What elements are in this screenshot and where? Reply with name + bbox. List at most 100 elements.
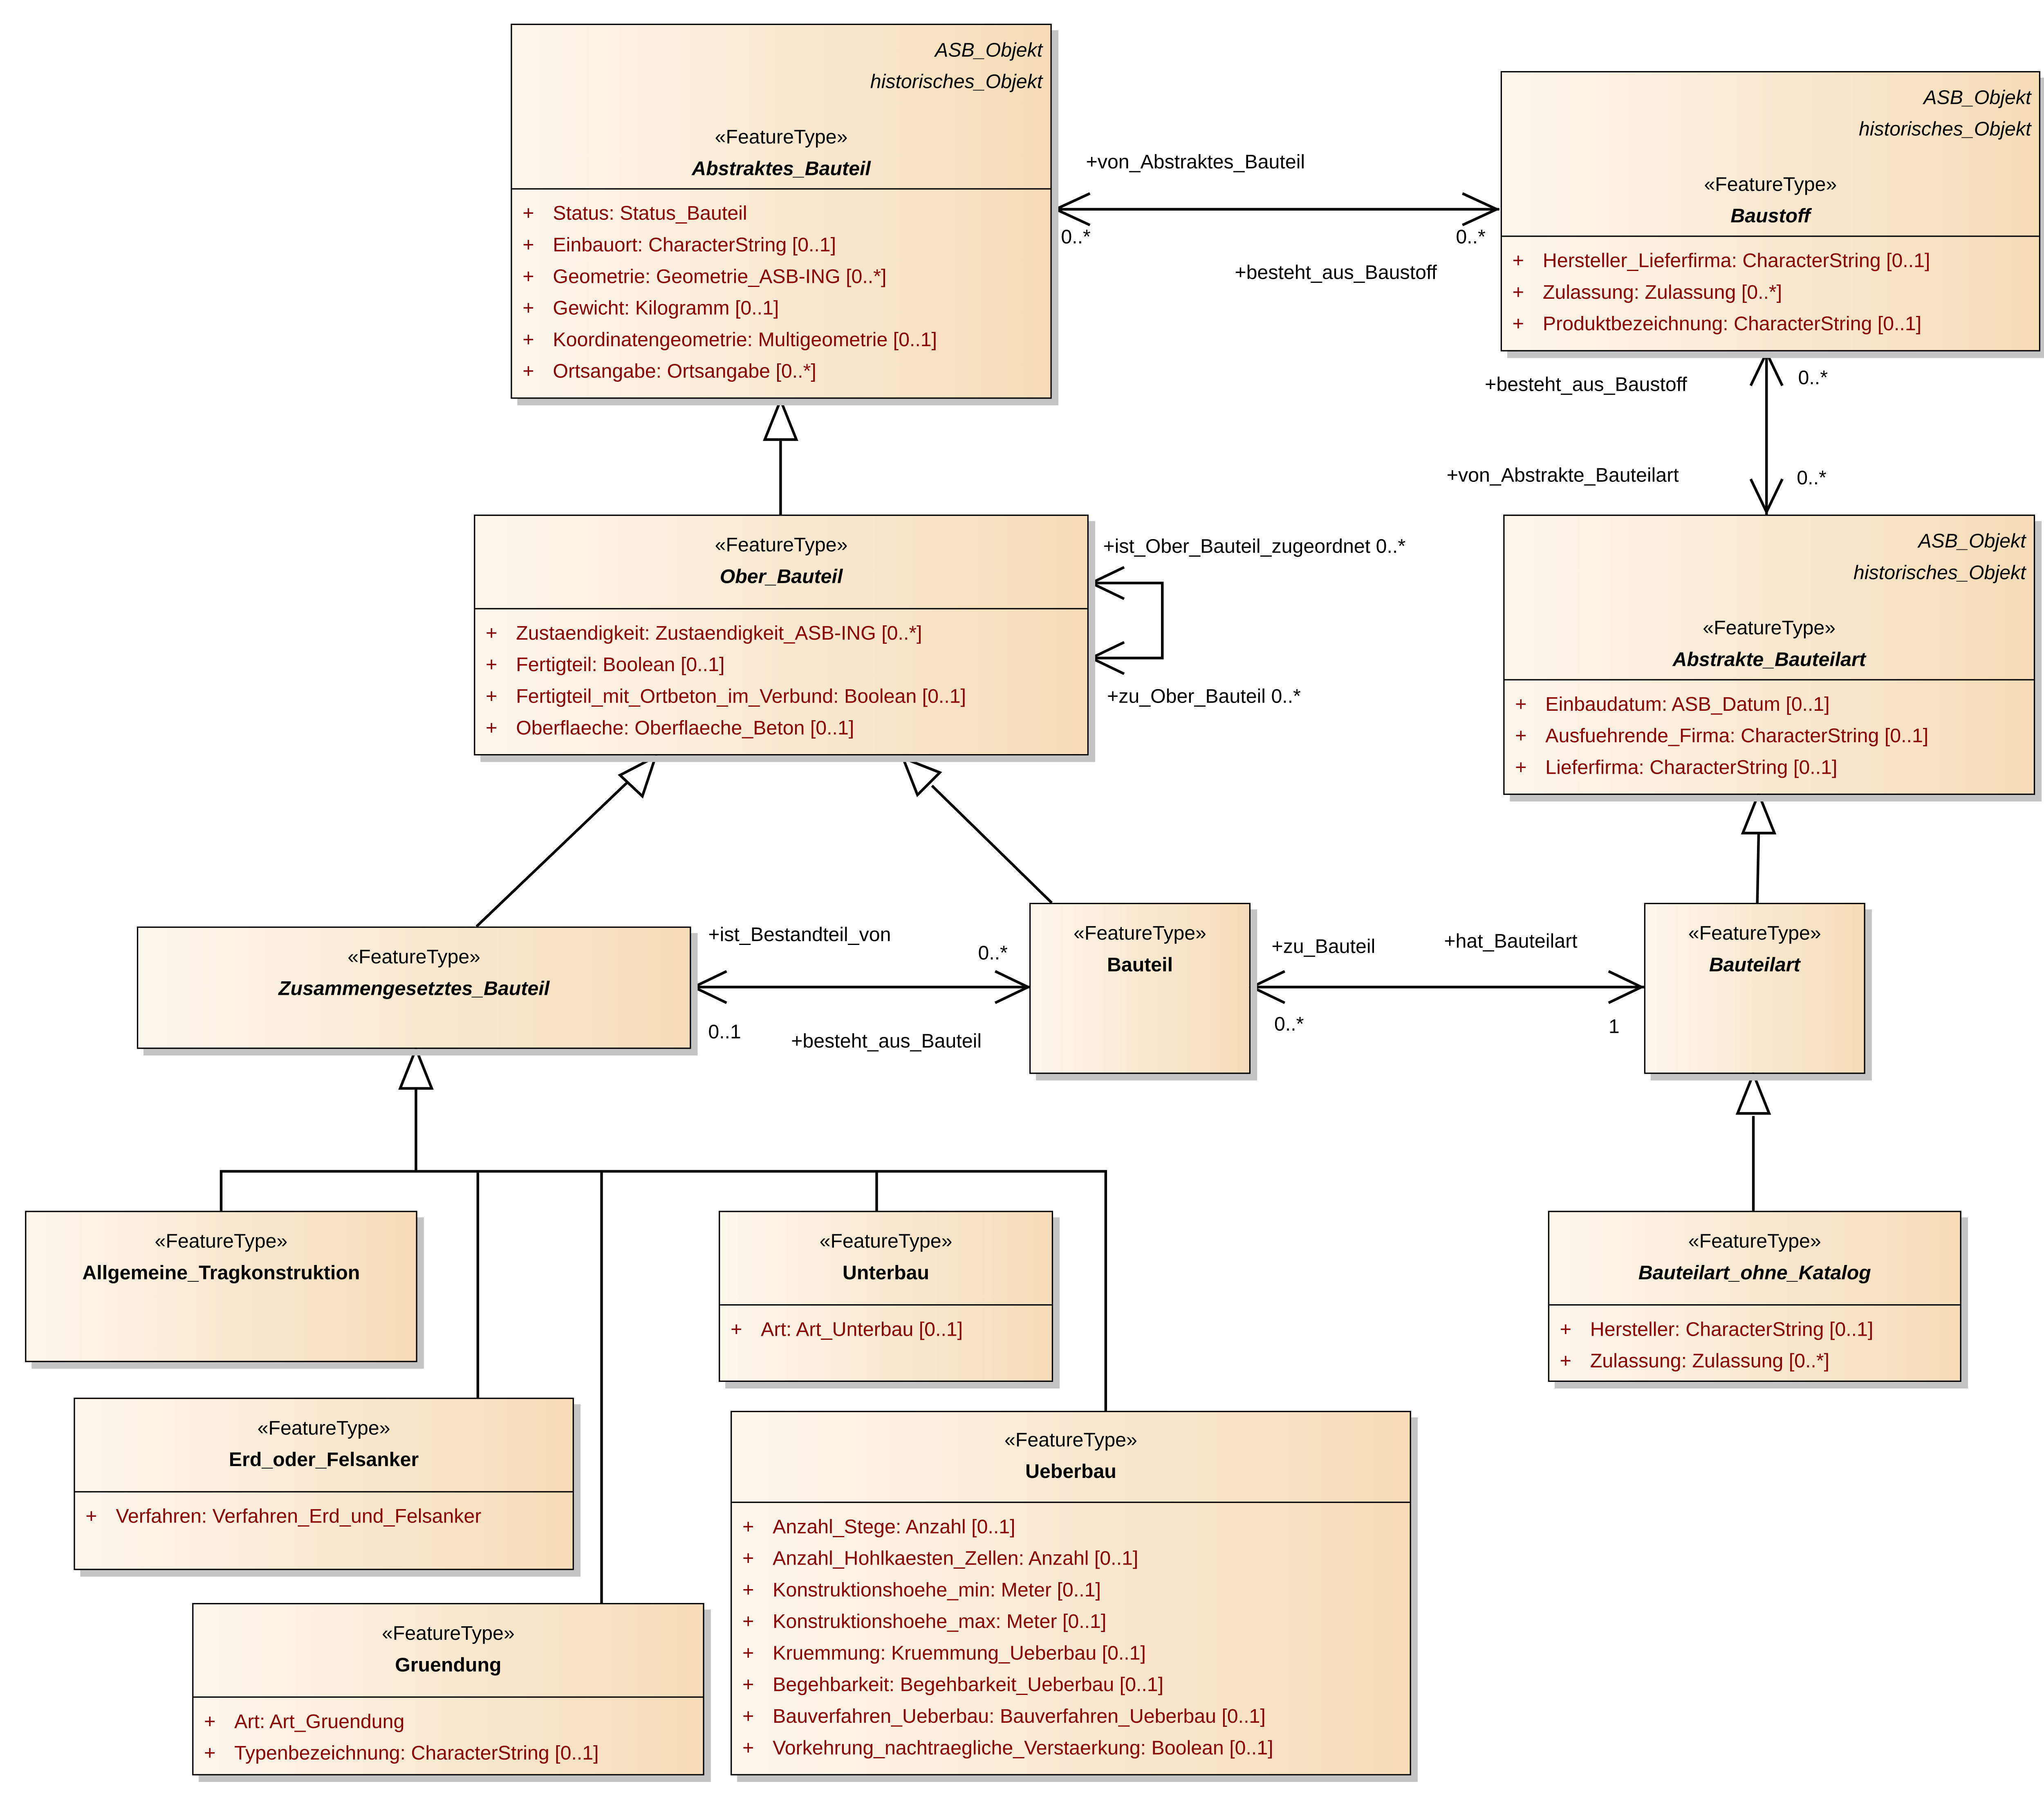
class-bauteilart-ohne-katalog[interactable]: «FeatureType» Bauteilart_ohne_Katalog +H… <box>1548 1211 1961 1382</box>
attribute-text: Zustaendigkeit: Zustaendigkeit_ASB-ING [… <box>516 622 922 645</box>
attribute-row[interactable]: +Lieferfirma: CharacterString [0..1] <box>1504 753 2033 784</box>
role-label: +ist_Ober_Bauteil_zugeordnet 0..* <box>1103 535 1406 558</box>
attribute-list: +Hersteller: CharacterString [0..1] +Zul… <box>1549 1304 1960 1378</box>
attribute-text: Anzahl_Stege: Anzahl [0..1] <box>773 1516 1015 1539</box>
class-name: Bauteilart <box>1709 954 1800 977</box>
attribute-row[interactable]: +Ausfuehrende_Firma: CharacterString [0.… <box>1504 721 2033 753</box>
multiplicity-label: 0..* <box>1456 226 1486 249</box>
attribute-text: Produktbezeichnung: CharacterString [0..… <box>1542 313 1922 336</box>
attribute-row[interactable]: +Ortsangabe: Ortsangabe [0..*] <box>512 357 1051 388</box>
attribute-row[interactable]: +Typenbezeichnung: CharacterString [0..1… <box>193 1739 703 1770</box>
class-name: Allgemeine_Tragkonstruktion <box>82 1262 360 1285</box>
class-name: Abstrakte_Bauteilart <box>1672 649 1866 672</box>
attribute-text: Verfahren: Verfahren_Erd_und_Felsanker <box>116 1505 482 1528</box>
multiplicity-label: 0..* <box>1797 467 1827 490</box>
class-gruendung[interactable]: «FeatureType» Gruendung +Art: Art_Gruend… <box>192 1603 704 1775</box>
attribute-row[interactable]: +Zustaendigkeit: Zustaendigkeit_ASB-ING … <box>475 618 1087 650</box>
multiplicity-label: 1 <box>1608 1016 1620 1039</box>
stereotype-label: «FeatureType» <box>819 1230 953 1253</box>
attribute-list: +Verfahren: Verfahren_Erd_und_Felsanker <box>75 1491 573 1533</box>
class-name: Unterbau <box>843 1262 930 1285</box>
attribute-list: +Zustaendigkeit: Zustaendigkeit_ASB-ING … <box>475 608 1087 745</box>
attribute-text: Lieferfirma: CharacterString [0..1] <box>1545 757 1838 779</box>
stereotype-label: «FeatureType» <box>347 946 481 969</box>
tag-asb-objekt: ASB_Objekt <box>935 39 1043 62</box>
role-label: +hat_Bauteilart <box>1444 930 1578 953</box>
attribute-text: Einbaudatum: ASB_Datum [0..1] <box>1545 693 1830 716</box>
attribute-row[interactable]: +Zulassung: Zulassung [0..*] <box>1502 278 2039 309</box>
attribute-text: Fertigteil: Boolean [0..1] <box>516 654 725 677</box>
attribute-row[interactable]: +Koordinatengeometrie: Multigeometrie [0… <box>512 325 1051 356</box>
class-ober-bauteil[interactable]: «FeatureType» Ober_Bauteil +Zustaendigke… <box>474 515 1089 756</box>
attribute-list: +Art: Art_Unterbau [0..1] <box>720 1304 1052 1346</box>
arrowhead-icon <box>994 970 1031 1004</box>
multiplicity-label: 0..* <box>1061 226 1091 249</box>
class-unterbau[interactable]: «FeatureType» Unterbau +Art: Art_Unterba… <box>719 1211 1053 1382</box>
generalization-line <box>1756 834 1760 903</box>
class-name: Baustoff <box>1730 205 1811 228</box>
class-ueberbau[interactable]: «FeatureType» Ueberbau +Anzahl_Stege: An… <box>731 1410 1411 1775</box>
attribute-text: Geometrie: Geometrie_ASB-ING [0..*] <box>553 266 887 289</box>
generalization-triangle-icon <box>1735 1070 1771 1115</box>
generalization-triangle-icon <box>618 754 658 799</box>
attribute-row[interactable]: +Produktbezeichnung: CharacterString [0.… <box>1502 309 2039 341</box>
attribute-list: +Hersteller_Lieferfirma: CharacterString… <box>1502 235 2039 341</box>
tag-asb-objekt: ASB_Objekt <box>1923 87 2031 110</box>
attribute-row[interactable]: +Bauverfahren_Ueberbau: Bauverfahren_Ueb… <box>732 1701 1410 1733</box>
attribute-row[interactable]: +Hersteller_Lieferfirma: CharacterString… <box>1502 246 2039 278</box>
attribute-text: Art: Art_Unterbau [0..1] <box>761 1319 963 1341</box>
arrowhead-icon <box>1052 192 1091 226</box>
attribute-row[interactable]: +Fertigteil: Boolean [0..1] <box>475 650 1087 682</box>
attribute-row[interactable]: +Anzahl_Hohlkaesten_Zellen: Anzahl [0..1… <box>732 1544 1410 1575</box>
attribute-row[interactable]: +Art: Art_Unterbau [0..1] <box>720 1315 1051 1346</box>
generalization-triangle-icon <box>901 756 942 797</box>
stereotype-label: «FeatureType» <box>1688 922 1821 945</box>
class-allgemeine-tragkonstruktion[interactable]: «FeatureType» Allgemeine_Tragkonstruktio… <box>25 1211 417 1362</box>
attribute-row[interactable]: +Art: Art_Gruendung <box>193 1707 703 1738</box>
attribute-row[interactable]: +Begehbarkeit: Begehbarkeit_Ueberbau [0.… <box>732 1670 1410 1701</box>
attribute-row[interactable]: +Gewicht: Kilogramm [0..1] <box>512 293 1051 325</box>
attribute-row[interactable]: +Einbaudatum: ASB_Datum [0..1] <box>1504 690 2033 721</box>
attribute-row[interactable]: +Hersteller: CharacterString [0..1] <box>1549 1315 1960 1346</box>
attribute-row[interactable]: +Einbauort: CharacterString [0..1] <box>512 231 1051 262</box>
class-name: Ueberbau <box>1025 1461 1116 1483</box>
class-zusammengesetztes-bauteil[interactable]: «FeatureType» Zusammengesetztes_Bauteil <box>137 926 691 1049</box>
class-bauteilart[interactable]: «FeatureType» Bauteilart <box>1644 902 1865 1074</box>
attribute-list: +Einbaudatum: ASB_Datum [0..1] +Ausfuehr… <box>1504 679 2034 785</box>
attribute-row[interactable]: +Anzahl_Stege: Anzahl [0..1] <box>732 1512 1410 1544</box>
class-abstraktes-bauteil[interactable]: ASB_Objekt historisches_Objekt «FeatureT… <box>511 23 1052 399</box>
role-label: +zu_Ober_Bauteil 0..* <box>1107 685 1301 708</box>
attribute-row[interactable]: +Geometrie: Geometrie_ASB-ING [0..*] <box>512 262 1051 293</box>
attribute-row[interactable]: +Kruemmung: Kruemmung_Ueberbau [0..1] <box>732 1639 1410 1670</box>
multiplicity-label: 0..* <box>1798 367 1828 390</box>
attribute-row[interactable]: +Vorkehrung_nachtraegliche_Verstaerkung:… <box>732 1733 1410 1765</box>
attribute-text: Konstruktionshoehe_min: Meter [0..1] <box>773 1579 1101 1602</box>
stereotype-label: «FeatureType» <box>715 534 848 557</box>
stereotype-label: «FeatureType» <box>1074 922 1206 945</box>
stereotype-label: «FeatureType» <box>715 126 848 149</box>
attribute-row[interactable]: +Verfahren: Verfahren_Erd_und_Felsanker <box>75 1502 573 1533</box>
attribute-row[interactable]: +Status: Status_Bauteil <box>512 199 1051 230</box>
generalization-line <box>475 782 628 928</box>
attribute-row[interactable]: +Konstruktionshoehe_min: Meter [0..1] <box>732 1575 1410 1607</box>
tag-historisches-objekt: historisches_Objekt <box>870 71 1043 94</box>
attribute-row[interactable]: +Konstruktionshoehe_max: Meter [0..1] <box>732 1607 1410 1639</box>
attribute-text: Art: Art_Gruendung <box>234 1711 405 1733</box>
attribute-list: +Anzahl_Stege: Anzahl [0..1] +Anzahl_Hoh… <box>732 1502 1410 1765</box>
multiplicity-label: 0..* <box>978 942 1008 965</box>
role-label: +von_Abstrakte_Bauteilart <box>1446 464 1679 487</box>
attribute-row[interactable]: +Oberflaeche: Oberflaeche_Beton [0..1] <box>475 713 1087 745</box>
attribute-row[interactable]: +Zulassung: Zulassung [0..*] <box>1549 1346 1960 1378</box>
attribute-text: Fertigteil_mit_Ortbeton_im_Verbund: Bool… <box>516 685 966 708</box>
role-label: +ist_Bestandteil_von <box>708 924 891 947</box>
generalization-triangle-icon <box>763 396 798 441</box>
class-abstrakte-bauteilart[interactable]: ASB_Objekt historisches_Objekt «FeatureT… <box>1503 515 2035 795</box>
attribute-row[interactable]: +Fertigteil_mit_Ortbeton_im_Verbund: Boo… <box>475 682 1087 713</box>
class-name: Bauteilart_ohne_Katalog <box>1638 1262 1871 1285</box>
class-baustoff[interactable]: ASB_Objekt historisches_Objekt «FeatureT… <box>1500 71 2040 351</box>
multiplicity-label: 0..* <box>1274 1013 1304 1036</box>
class-bauteil[interactable]: «FeatureType» Bauteil <box>1029 902 1251 1074</box>
class-erd-oder-felsanker[interactable]: «FeatureType» Erd_oder_Felsanker +Verfah… <box>74 1397 574 1570</box>
generalization-triangle-icon <box>1741 790 1777 835</box>
